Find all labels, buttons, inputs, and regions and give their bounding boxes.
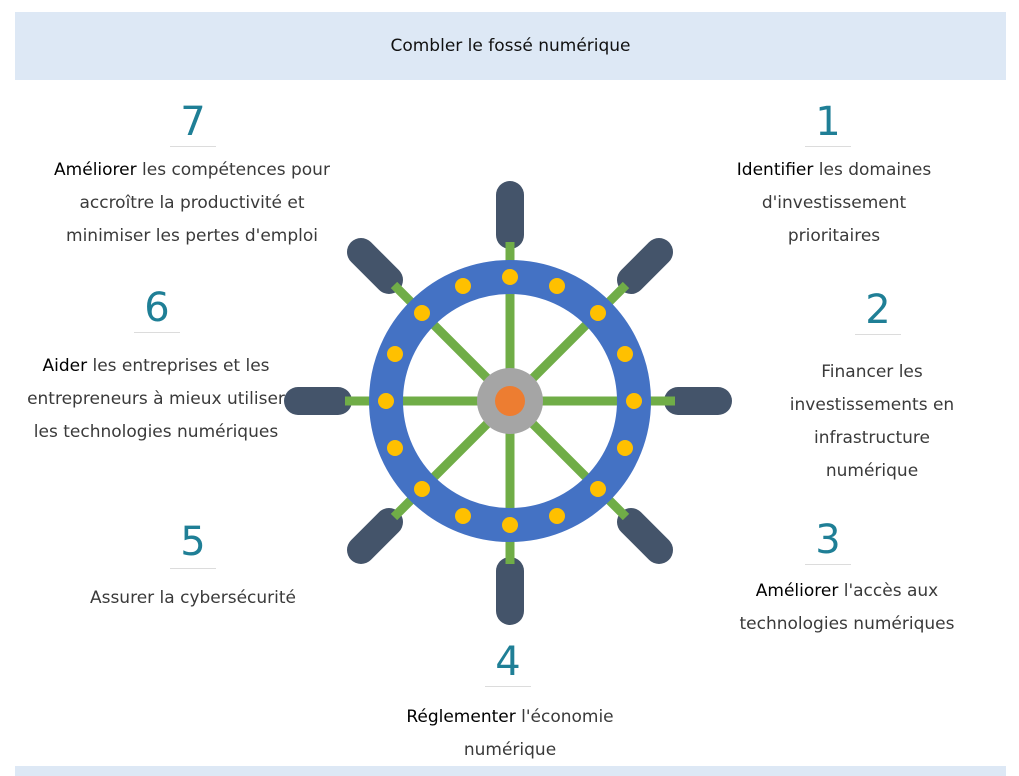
step-number-4: 4: [495, 639, 521, 685]
step-description: l'économie numérique: [463, 707, 614, 760]
step-description: Assurer la cybersécurité: [89, 588, 297, 608]
step-keyword: Améliorer: [54, 160, 137, 180]
ring-dots: [378, 269, 642, 533]
number-underline: [170, 146, 216, 147]
step-number-6: 6: [144, 285, 170, 331]
step-number-5: 5: [180, 519, 206, 565]
number-underline: [855, 334, 901, 335]
wheel-handles: [284, 181, 732, 625]
step-text-4: Réglementer l'économie numérique: [380, 701, 640, 767]
step-number-1: 1: [815, 99, 841, 145]
step-number-3: 3: [815, 517, 841, 563]
step-description: les compétences pour accroître la produc…: [66, 160, 330, 246]
ship-wheel-illustration: [284, 181, 732, 625]
step-text-1: Identifier les domaines d'investissement…: [714, 154, 954, 253]
step-number-7: 7: [180, 99, 206, 145]
handle-top-left: [347, 238, 403, 294]
step-text-7: Améliorer les compétences pour accroître…: [44, 154, 340, 253]
step-keyword: Améliorer: [755, 581, 839, 601]
step-text-3: Améliorer l'accès aux technologies numér…: [722, 575, 972, 641]
number-underline: [805, 146, 851, 147]
diagram-title: Combler le fossé numérique: [390, 36, 631, 56]
number-underline: [805, 564, 851, 565]
wheel-hub-center: [495, 386, 525, 416]
step-description: Financer les investissements en infrastr…: [789, 362, 955, 481]
number-underline: [485, 686, 531, 687]
step-description: l'accès aux technologies numériques: [739, 581, 955, 634]
footer-band: [15, 766, 1006, 776]
step-number-2: 2: [865, 287, 891, 333]
step-description: les entreprises et les entrepreneurs à m…: [27, 356, 285, 442]
step-keyword: Réglementer: [406, 707, 516, 727]
step-keyword: Aider: [42, 356, 88, 376]
number-underline: [170, 568, 216, 569]
step-text-6: Aider les entreprises et les entrepreneu…: [18, 350, 294, 449]
title-banner: Combler le fossé numérique: [15, 12, 1006, 80]
number-underline: [134, 332, 180, 333]
handle-bottom-left: [347, 508, 403, 564]
handle-bottom-right: [617, 508, 673, 564]
step-text-5: Assurer la cybersécurité: [60, 582, 326, 615]
handle-top-right: [617, 238, 673, 294]
step-text-2: Financer les investissements en infrastr…: [772, 356, 972, 488]
step-description: les domaines d'investissement prioritair…: [761, 160, 932, 246]
step-keyword: Identifier: [736, 160, 814, 180]
